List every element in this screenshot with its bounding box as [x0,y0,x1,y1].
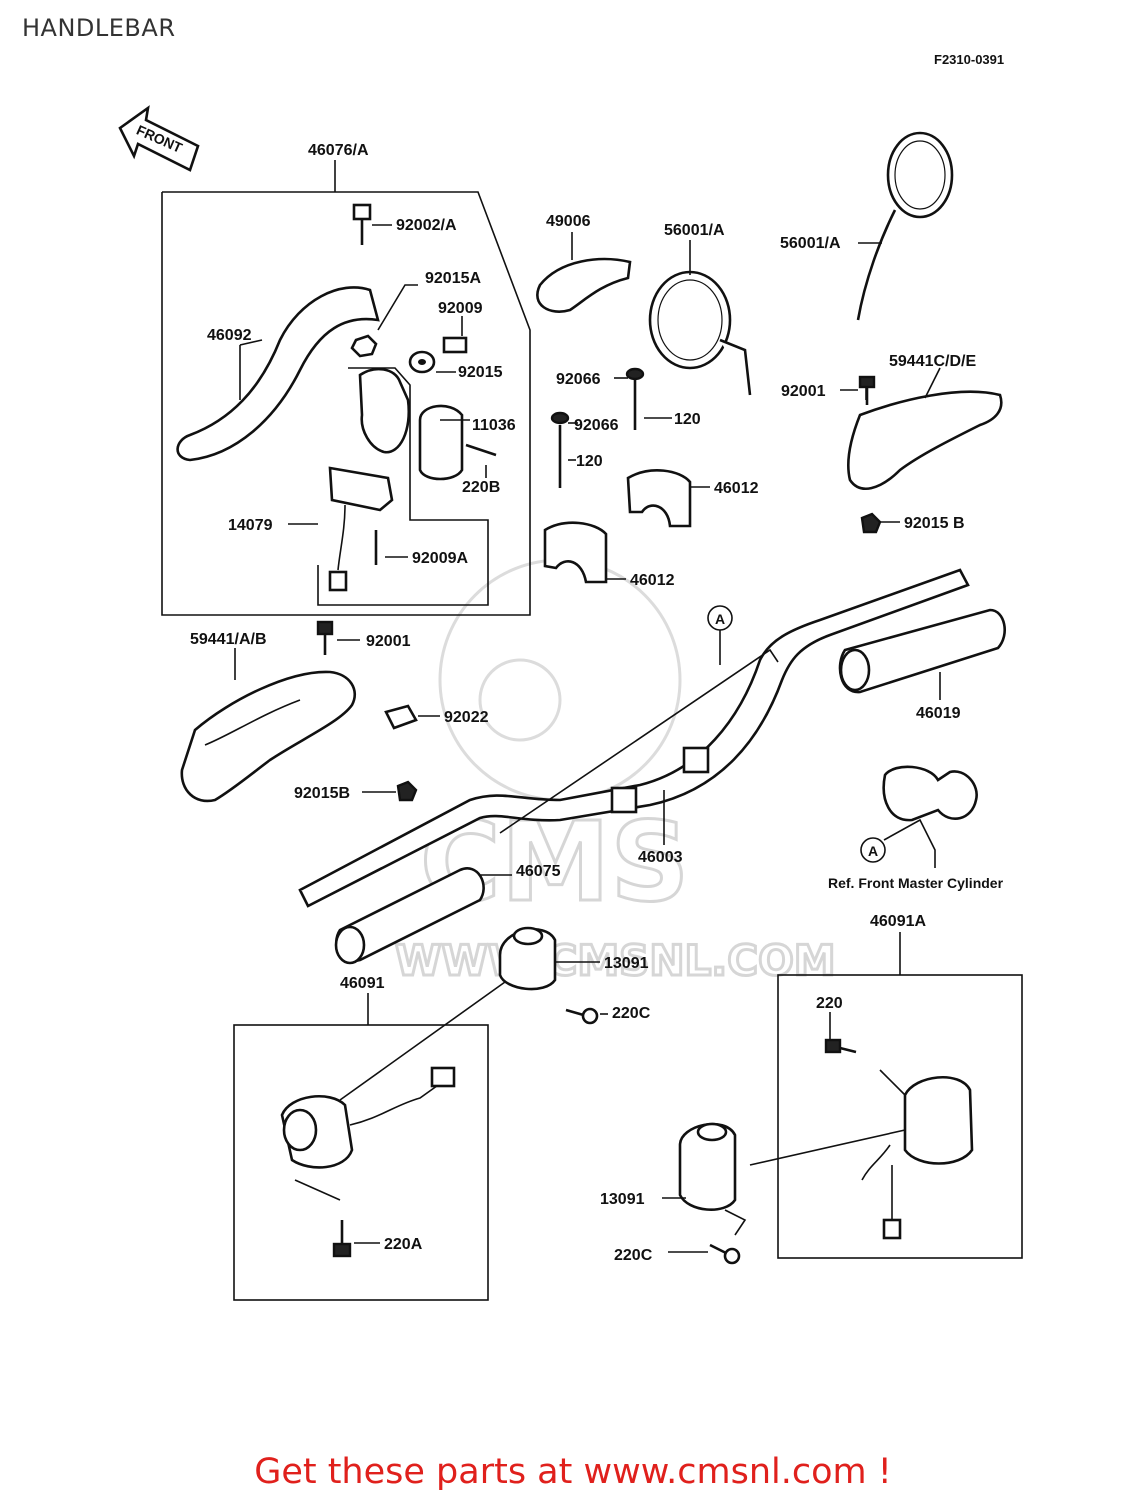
bolt-92002A [352,203,372,221]
holder-46012-b: 46012 [543,521,675,589]
part-label-13091-a: 13091 [604,955,649,972]
part-label-92009A: 92009A [412,550,468,567]
nut-92015A [350,334,378,358]
part-label-92001-right: 92001 [781,383,826,400]
footer-link-text[interactable]: Get these parts at www.cmsnl.com ! [254,1452,892,1492]
part-label-220C-b: 220C [614,1247,653,1264]
lever-46092 [176,286,380,462]
part-label-92015: 92015 [458,364,503,381]
part-label-220: 220 [816,995,843,1012]
part-label-11036: 11036 [472,417,516,434]
hand-guard-left: 59441/A/B 92022 92015B [180,631,489,803]
part-label-59441CDE: 59441C/D/E [889,353,976,370]
part-label-120-a: 120 [674,411,701,428]
part-label-46091: 46091 [340,975,385,992]
mirror-right: 56001/A [780,131,954,321]
part-label-56001A-right: 56001/A [780,235,841,252]
watermark: CMS WWW.CMSNL.COM [394,558,837,987]
part-label-46092: 46092 [207,327,252,344]
part-label-13091-b: 13091 [600,1191,645,1208]
part-label-46019: 46019 [916,705,961,722]
holder-46012-a: 46012 [626,469,759,528]
part-label-92022: 92022 [444,709,489,726]
part-label-220C-a: 220C [612,1005,651,1022]
part-label-220A: 220A [384,1236,423,1253]
bolt-92001-left: 92001 [316,620,411,655]
parts-diagram: CMS WWW.CMSNL.COM FRONT 46076/A 92002/A … [118,105,1023,1301]
callout-A-cylinder: A [868,843,878,859]
housing-13091-bottom: 13091 220C [600,1122,747,1265]
part-label-92015B-left: 92015B [294,785,350,802]
grip-46019: 46019 [838,608,1006,722]
part-label-220B: 220B [462,479,500,496]
part-label-46012-a: 46012 [714,480,759,497]
part-label-46075: 46075 [516,863,561,880]
part-label-92015A: 92015A [425,270,481,287]
part-label-92002A: 92002/A [396,217,457,234]
switch-group-46091A: 46091A 220 [749,913,1023,1259]
part-label-120-b: 120 [576,453,603,470]
part-label-92015B-right: 92015 B [904,515,965,532]
bolts-92066-120: 92066 120 92066 120 [550,367,701,488]
part-label-92066-b: 92066 [574,417,619,434]
front-arrow-icon: FRONT [118,105,200,172]
mirror-left: 56001/A [648,222,752,396]
switch-14079 [328,466,394,512]
housing-13091-top: 13091 220C [498,926,651,1025]
page-title: HANDLEBAR [22,14,176,42]
handlebar-46003: 46003 A [298,568,970,908]
clamp-11036 [418,404,464,481]
hand-guard-right: 59441C/D/E 92001 92015 B [781,353,1003,534]
part-label-14079: 14079 [228,517,273,534]
cover-49006: 49006 [536,213,632,313]
part-label-46091A: 46091A [870,913,926,930]
part-label-59441AB: 59441/A/B [190,631,267,648]
part-label-49006: 49006 [546,213,591,230]
clutch-lever-group: 46076/A 92002/A 46092 92015A 92009 92015… [161,142,531,616]
part-label-46003: 46003 [638,849,683,866]
lever-holder [358,367,411,454]
callout-A-bar: A [715,611,725,627]
grip-46075: 46075 [334,863,561,965]
switch-group-46091: 46091 220A [233,975,506,1301]
figure-code: F2310-0391 [934,52,1005,67]
part-label-92001-left: 92001 [366,633,411,650]
part-label-92009: 92009 [438,300,483,317]
reference-note: Ref. Front Master Cylinder [828,875,1004,891]
part-label-92066-a: 92066 [556,371,601,388]
master-cylinder-ref: A Ref. Front Master Cylinder [828,765,1004,891]
screw-92009 [442,336,468,354]
part-label-46012-b: 46012 [630,572,675,589]
part-label-56001A-left: 56001/A [664,222,725,239]
watermark-url: WWW.CMSNL.COM [395,936,836,985]
part-label-46076A: 46076/A [308,142,369,159]
